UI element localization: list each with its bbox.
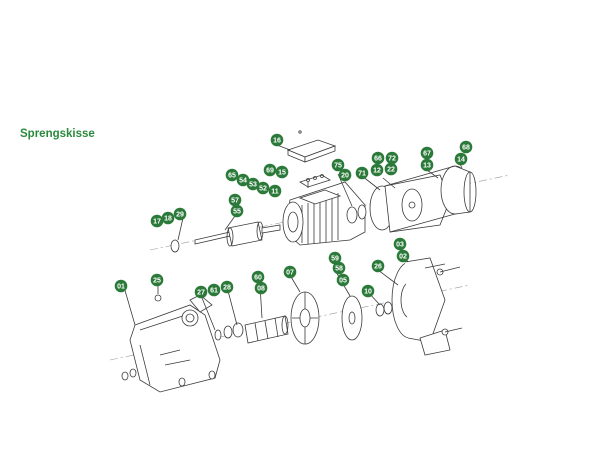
terminal-box-lid [286, 130, 337, 163]
part-badge-71 [355, 166, 369, 180]
part-label-75: 75 [334, 163, 342, 170]
part-badge-12 [370, 163, 384, 177]
part-badge-55 [230, 204, 244, 218]
part-badge-03 [393, 237, 407, 251]
motor-housing [282, 181, 366, 246]
part-badge-66 [371, 151, 385, 165]
part-badge-72 [385, 151, 399, 165]
impeller [341, 295, 363, 341]
part-label-60: 60 [254, 275, 262, 282]
part-badge-25 [150, 273, 164, 287]
part-badge-58 [332, 261, 346, 275]
part-badge-20 [338, 168, 352, 182]
part-badge-08 [254, 281, 268, 295]
part-badge-69 [263, 163, 277, 177]
part-badge-15 [275, 165, 289, 179]
part-label-22: 22 [387, 167, 395, 174]
venturi-tube [244, 315, 289, 344]
part-badge-26 [371, 259, 385, 273]
part-label-66: 66 [374, 156, 382, 163]
part-badge-05 [336, 273, 350, 287]
part-label-67: 67 [423, 151, 431, 158]
part-label-02: 02 [399, 254, 407, 261]
part-badge-28 [220, 280, 234, 294]
part-badge-27 [194, 285, 208, 299]
part-label-71: 71 [358, 171, 366, 178]
part-badge-18 [161, 211, 175, 225]
part-label-72: 72 [388, 156, 396, 163]
part-label-13: 13 [423, 163, 431, 170]
part-label-08: 08 [257, 286, 265, 293]
mechanical-seal [375, 301, 393, 317]
part-badge-57 [228, 193, 242, 207]
bearings [346, 204, 367, 224]
part-badge-01 [114, 279, 128, 293]
part-label-17: 17 [153, 219, 161, 226]
part-badge-59 [328, 251, 342, 265]
part-badge-65 [225, 168, 239, 182]
part-label-18: 18 [164, 216, 172, 223]
part-badge-75 [331, 158, 345, 172]
part-label-27: 27 [197, 290, 205, 297]
part-label-11: 11 [271, 189, 279, 196]
part-badge-02 [396, 249, 410, 263]
part-label-10: 10 [364, 289, 372, 296]
pump-bracket [391, 257, 463, 356]
part-badge-53 [246, 177, 260, 191]
part-label-68: 68 [462, 145, 470, 152]
part-label-26: 26 [374, 264, 382, 271]
rotor-shaft [170, 221, 281, 253]
part-label-16: 16 [273, 138, 281, 145]
part-badge-68 [459, 140, 473, 154]
part-label-03: 03 [396, 242, 404, 249]
motor-end-shield [369, 165, 477, 233]
part-label-58: 58 [335, 266, 343, 273]
terminal-block [299, 174, 331, 188]
part-badge-14 [454, 152, 468, 166]
part-label-59: 59 [331, 256, 339, 263]
part-label-53: 53 [249, 182, 257, 189]
part-label-15: 15 [278, 170, 286, 177]
diffuser-plate [290, 291, 320, 345]
part-badge-17 [150, 214, 164, 228]
part-label-20: 20 [341, 173, 349, 180]
part-label-54: 54 [239, 178, 247, 185]
part-badge-13 [420, 158, 434, 172]
part-label-01: 01 [117, 284, 125, 291]
part-label-65: 65 [228, 173, 236, 180]
part-label-05: 05 [339, 278, 347, 285]
part-label-52: 52 [259, 186, 267, 193]
part-label-69: 69 [266, 168, 274, 175]
part-badge-29 [173, 207, 187, 221]
part-label-28: 28 [223, 285, 231, 292]
part-label-57: 57 [231, 198, 239, 205]
part-badge-60 [251, 270, 265, 284]
pump-casing [121, 294, 221, 393]
part-badge-54 [236, 173, 250, 187]
part-badge-22 [384, 162, 398, 176]
seal-parts [214, 322, 244, 341]
part-label-55: 55 [233, 209, 241, 216]
part-label-25: 25 [153, 278, 161, 285]
page-title: Sprengskisse [20, 128, 95, 140]
part-label-61: 61 [210, 288, 218, 295]
part-badge-52 [256, 181, 270, 195]
part-badge-11 [268, 184, 282, 198]
part-badge-61 [207, 283, 221, 297]
part-badge-10 [361, 284, 375, 298]
part-badge-67 [420, 146, 434, 160]
part-badge-16 [270, 133, 284, 147]
part-label-12: 12 [373, 168, 381, 175]
part-label-14: 14 [457, 157, 465, 164]
part-label-29: 29 [176, 212, 184, 219]
part-badge-07 [283, 265, 297, 279]
part-label-07: 07 [286, 270, 294, 277]
